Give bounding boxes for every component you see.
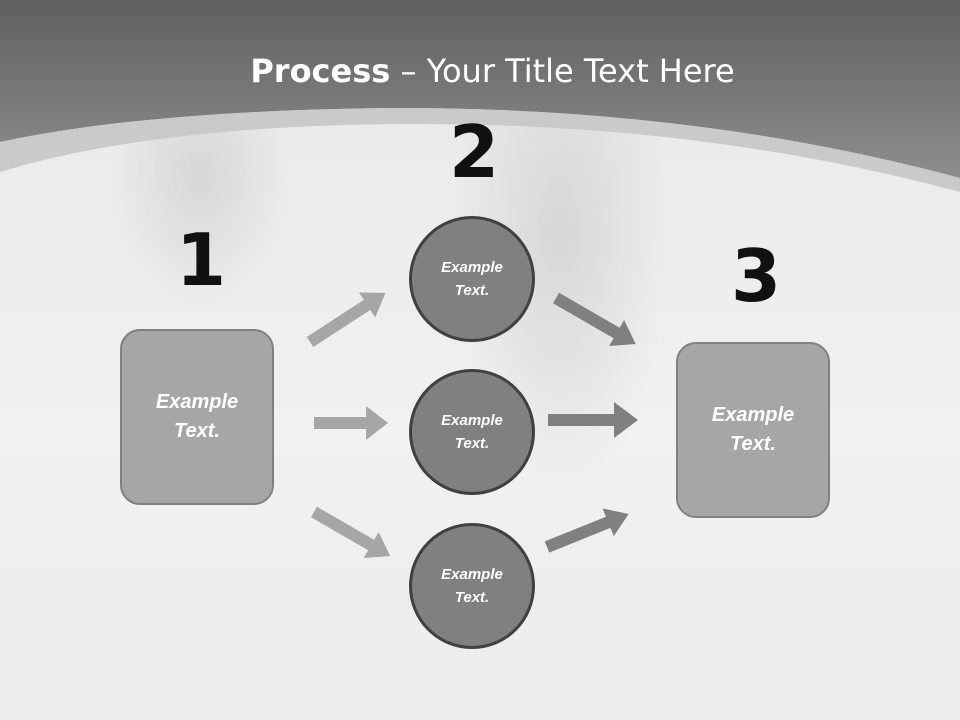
header-band bbox=[0, 0, 960, 178]
step-2-circle-bottom-line1: Example bbox=[441, 566, 503, 583]
step-2-circle-top-label: Example Text. bbox=[441, 256, 503, 302]
slide-title: Process – Your Title Text Here bbox=[0, 52, 960, 90]
step-2-circle-top-line1: Example bbox=[441, 259, 503, 276]
arrow-top-to-3 bbox=[553, 292, 636, 346]
step-3-box: Example Text. bbox=[676, 342, 830, 518]
arrow-1-to-bottom bbox=[311, 506, 391, 558]
step-2-circle-middle: Example Text. bbox=[409, 369, 535, 495]
step-1-number: 1 bbox=[176, 218, 227, 302]
step-2-circle-bottom-label: Example Text. bbox=[441, 563, 503, 609]
step-1-box: Example Text. bbox=[120, 329, 274, 505]
step-3-label: Example Text. bbox=[712, 401, 794, 459]
arrow-1-to-top bbox=[306, 292, 386, 348]
step-2-circle-bottom: Example Text. bbox=[409, 523, 535, 649]
step-2-circle-top-line2: Text. bbox=[454, 282, 490, 299]
step-2-circle-middle-line1: Example bbox=[441, 412, 503, 429]
title-bold: Process bbox=[250, 52, 391, 90]
step-3-label-line2: Text. bbox=[730, 433, 776, 455]
step-1-label: Example Text. bbox=[156, 388, 238, 446]
arrow-middle-to-3 bbox=[548, 402, 638, 438]
step-2-circle-middle-label: Example Text. bbox=[441, 409, 503, 455]
step-2-circle-middle-line2: Text. bbox=[454, 435, 490, 452]
arrow-bottom-to-3 bbox=[544, 508, 629, 553]
step-3-label-line1: Example bbox=[711, 404, 795, 426]
title-rest: – Your Title Text Here bbox=[390, 52, 735, 90]
header-swoosh bbox=[0, 108, 960, 192]
step-3-number: 3 bbox=[731, 234, 782, 318]
arrow-1-to-middle bbox=[314, 406, 388, 440]
step-1-label-line1: Example bbox=[155, 391, 239, 413]
step-2-circle-top: Example Text. bbox=[409, 216, 535, 342]
step-2-circle-bottom-line2: Text. bbox=[454, 589, 490, 606]
step-1-label-line2: Text. bbox=[174, 420, 220, 442]
step-2-number: 2 bbox=[449, 110, 500, 194]
